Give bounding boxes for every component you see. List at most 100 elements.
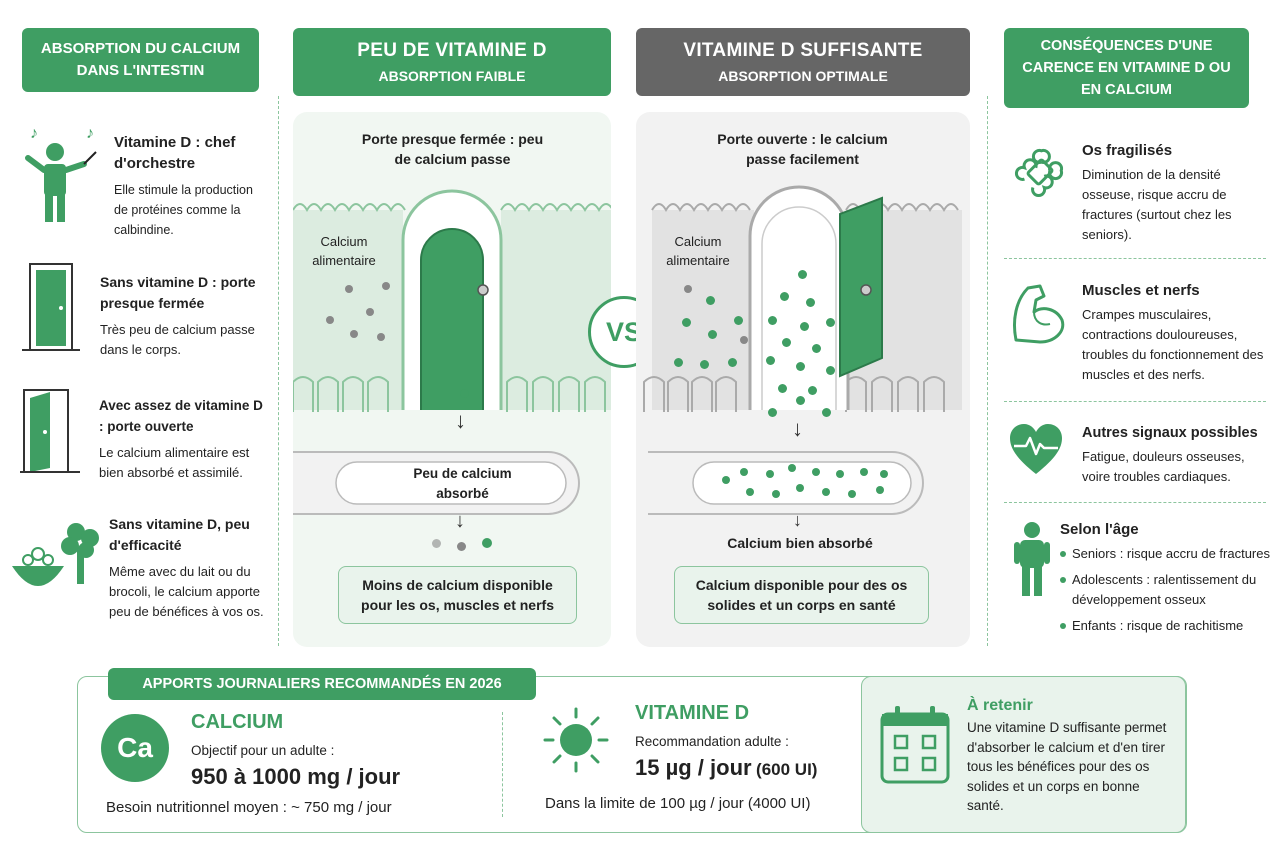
right-item-title: Os fragilisés [1082,142,1173,159]
calcium-dot [796,396,805,405]
calcium-dot [798,270,807,279]
separator [502,712,503,817]
calcium-dot [778,384,787,393]
calcium-dot [706,296,715,305]
calcium-label: Objectif pour un adulte : [191,743,335,758]
arrow-down-icon: ↓ [792,416,803,441]
left-header: ABSORPTION DU CALCIUM DANS L'INTESTIN [22,28,259,92]
calcium-dot [734,316,743,325]
high-vitd-header: VITAMINE D SUFFISANTE ABSORPTION OPTIMAL… [636,28,970,96]
right-item-body: Fatigue, douleurs osseuses, voire troubl… [1082,449,1245,484]
arrow-down-icon: ↓ [455,510,465,532]
calcium-dot [684,285,692,293]
calcium-dot [796,484,804,492]
age-title: Selon l'âge [1060,521,1139,538]
arrow-down-icon: ↓ [793,510,802,530]
calcium-dot [740,468,748,476]
calcium-dot [812,468,820,476]
calcium-dot [432,539,441,548]
calcium-dot [768,408,777,417]
calcium-dot [766,470,774,478]
bone-icon [1014,148,1064,198]
calcium-dot [746,488,754,496]
child-icon [1014,522,1050,596]
left-item-body: Elle stimule la production de protéines … [114,183,253,237]
calcium-dot [800,322,809,331]
high-blood-vessel [648,451,924,515]
right-item-title: Muscles et nerfs [1082,282,1200,299]
calcium-dot [788,464,796,472]
calcium-dot [806,298,815,307]
calcium-dot [796,362,805,371]
calcium-dot [345,285,353,293]
bowl-broccoli-icon [12,523,99,586]
calcium-dot [860,468,868,476]
high-result-box: Calcium disponible pour des os solides e… [674,566,929,624]
left-item-title: Avec assez de vitamine D : porte ouverte [99,398,263,434]
right-header: CONSÉQUENCES D'UNE CARENCE EN VITAMINE D… [1004,28,1249,108]
high-door-label: Porte ouverte : le calcium passe facilem… [717,131,888,167]
age-bullet: Adolescents : ralentissement du développ… [1060,570,1275,610]
separator [1004,258,1266,259]
calcium-dot [326,316,334,324]
arrow-down-icon: ↓ [455,408,466,433]
calcium-dot [822,408,831,417]
calcium-dot [768,316,777,325]
right-item-title: Autres signaux possibles [1082,425,1258,441]
separator [278,96,279,646]
low-vitd-header: PEU DE VITAMINE D ABSORPTION FAIBLE [293,28,611,96]
calcium-dot [722,476,730,484]
high-food-label: Calcium alimentaire [666,234,730,268]
age-bullet: Seniors : risque accru de fractures [1060,544,1275,564]
calcium-dot [812,344,821,353]
separator [1004,502,1266,503]
calcium-symbol-badge: Ca [101,714,169,782]
conductor-icon: ♪ ♪ [25,125,97,222]
calcium-value: 950 à 1000 mg / jour [191,764,401,789]
left-item-body: Très peu de calcium passe dans le corps. [100,322,255,357]
low-food-label: Calcium alimentaire [312,234,376,268]
calcium-dot [382,282,390,290]
calcium-dot [808,386,817,395]
low-absorbed-label: Peu de calcium absorbé [413,466,512,501]
calcium-dot [457,542,466,551]
sun-icon [543,707,609,773]
vitd-note: Dans la limite de 100 µg / jour (4000 UI… [545,795,811,812]
high-absorbed-label: Calcium bien absorbé [727,535,873,551]
calcium-dot [848,490,856,498]
left-item-body: Le calcium alimentaire est bien absorbé … [99,445,250,480]
right-item-body: Diminution de la densité osseuse, risque… [1082,167,1232,242]
calcium-dot [766,356,775,365]
calcium-dot [740,336,748,344]
retain-title: À retenir [967,697,1033,714]
low-door-label: Porte presque fermée : peu de calcium pa… [361,131,544,167]
svg-text:♪: ♪ [30,125,38,142]
calcium-dot [876,486,884,494]
left-item-body: Même avec du lait ou du brocoli, le calc… [109,564,264,619]
retain-box [861,676,1186,833]
calcium-note: Besoin nutritionnel moyen : ~ 750 mg / j… [106,799,392,816]
low-result-box: Moins de calcium disponible pour les os,… [338,566,577,624]
calcium-dot [836,470,844,478]
heart-pulse-icon [1010,424,1062,474]
calcium-dot [822,488,830,496]
separator [1004,401,1266,402]
calcium-dot [482,538,492,548]
calcium-dot [826,318,835,327]
low-blood-vessel [293,451,580,515]
low-intestine-diagram [293,189,611,412]
calcium-dot [350,330,358,338]
vitd-title: VITAMINE D [635,702,750,724]
vitd-value: 15 µg / jour (600 UI) [635,755,818,780]
calcium-dot [460,389,469,398]
calcium-dot [366,308,374,316]
calendar-icon [880,706,950,784]
calcium-dot [728,358,737,367]
high-intestine-diagram [643,185,962,412]
separator [987,96,988,646]
right-item-body: Crampes musculaires, contractions doulou… [1082,307,1264,382]
svg-text:♪: ♪ [86,125,94,142]
muscle-arm-icon [1013,284,1065,344]
calcium-dot [780,292,789,301]
age-bullet: Enfants : risque de rachitisme [1060,616,1275,636]
